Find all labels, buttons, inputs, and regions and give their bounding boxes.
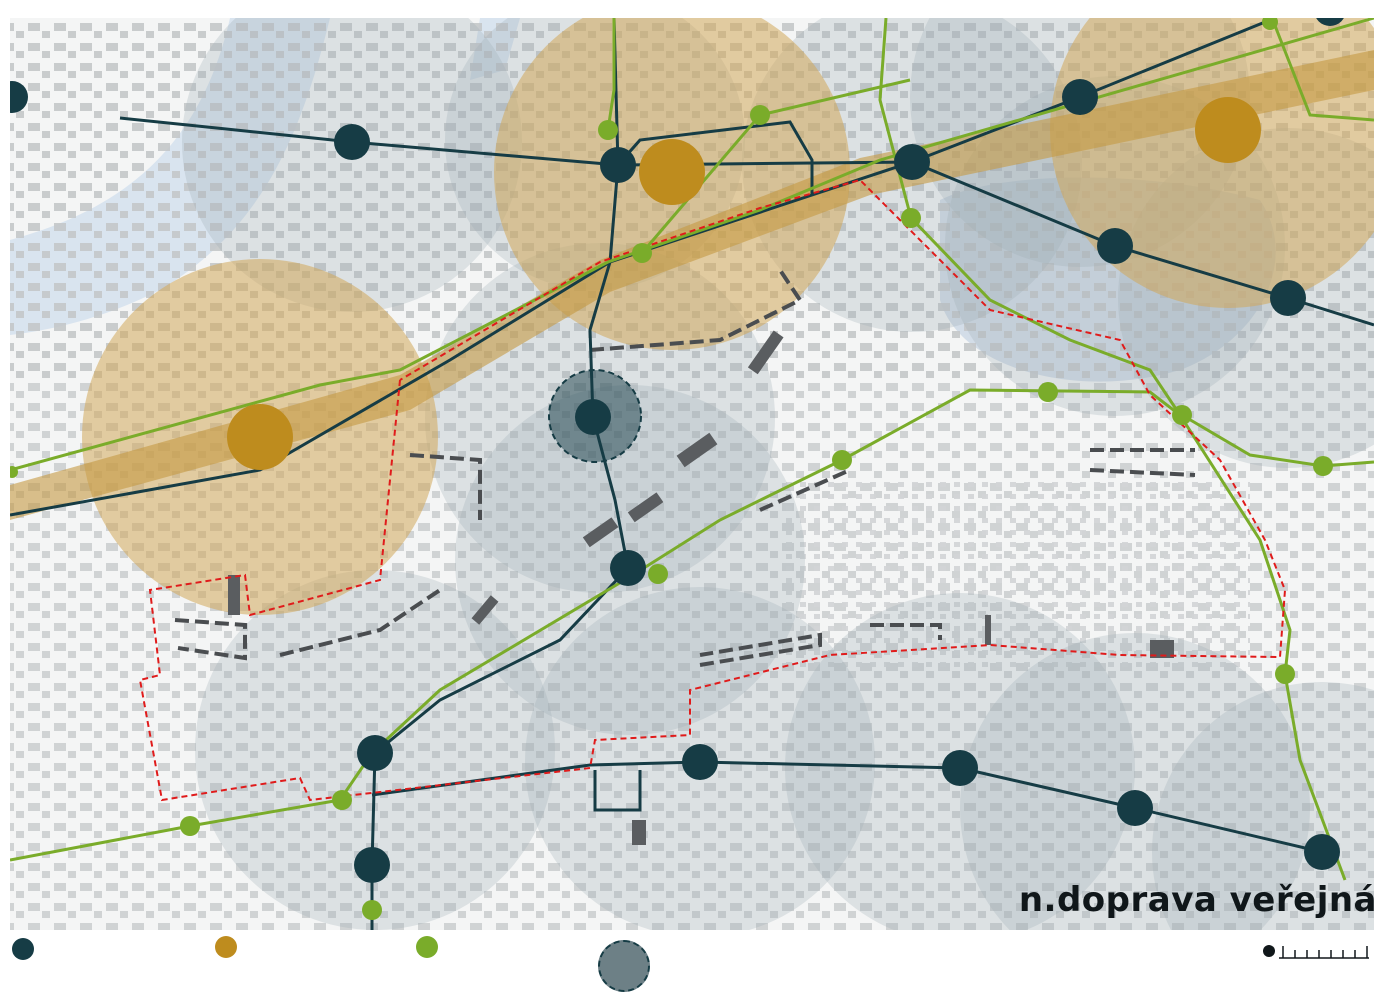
bus-stops[interactable] (6, 14, 1333, 920)
tram-stops[interactable] (0, 0, 1346, 883)
map-title: n.doprava veřejná (1018, 880, 1377, 920)
buildings-east (780, 480, 1250, 670)
rail-stations (227, 97, 1261, 470)
rail-corridor (10, 50, 1374, 520)
scale-bar-icon (1263, 945, 1369, 959)
new-development (228, 330, 1174, 845)
block-outlines (174, 268, 1196, 667)
transit-map[interactable] (0, 0, 1387, 961)
tram-stop-icon (12, 938, 34, 960)
legend (0, 930, 1387, 992)
hub-icon (598, 940, 650, 992)
bus-stop-icon (416, 936, 438, 958)
rail-station-icon (215, 936, 237, 958)
